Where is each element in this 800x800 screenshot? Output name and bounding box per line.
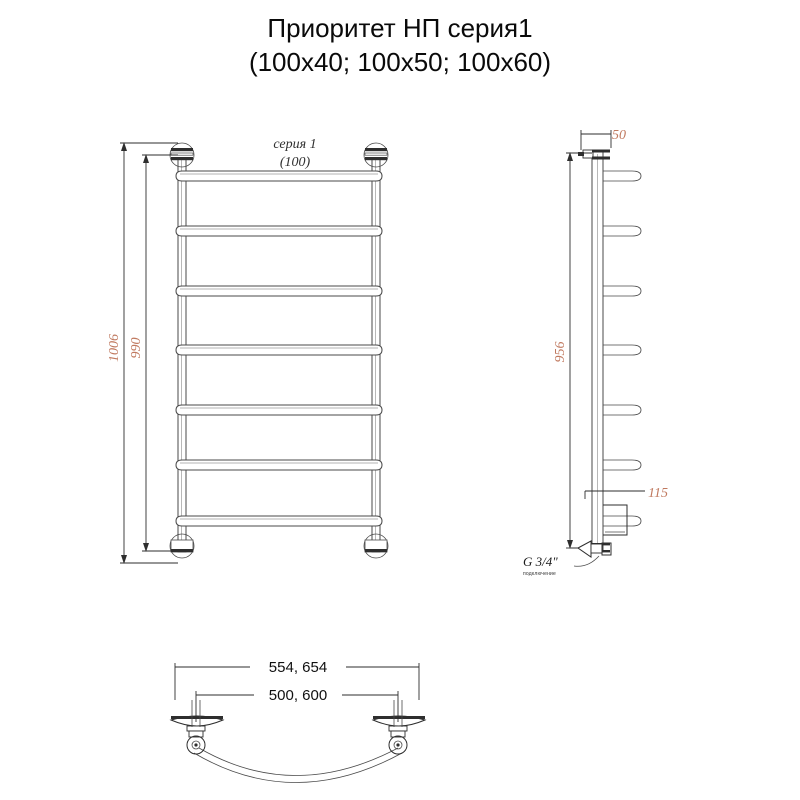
mount-boss-bottom-right [363,533,389,559]
rung [175,515,383,527]
connection-label: G 3/4" [523,554,558,569]
top-view-bracket-left [169,700,225,755]
dimension-depth-top-value: 50 [612,128,626,143]
dimension-height-side: 956 [553,152,592,549]
dimension-overall-width-value: 554, 654 [269,659,327,676]
top-view-curved-tube [193,747,403,783]
front-view-top-mounts [169,142,389,168]
front-view-rungs [175,170,383,527]
rung [175,404,383,416]
mount-boss-top-left [169,142,195,168]
top-view-bracket-right [371,700,427,755]
front-view-series-label-line1: серия 1 [273,137,316,152]
front-view: серия 1 (100) [107,137,389,564]
page-title-line1: Приоритет НП серия1 [267,13,532,43]
side-view-top-mount [578,149,610,160]
dimension-mount-spacing-value: 500, 600 [269,687,327,704]
rung [175,170,383,182]
rung [175,225,383,237]
connection-annotation: G 3/4" подключение [523,554,600,577]
dimension-overall-height: 1006 [107,142,178,564]
dimension-depth-top: 50 [580,128,626,150]
side-view-connector-box [603,504,628,536]
side-view-body [591,151,604,553]
dimension-connector-offset: 115 [584,486,668,501]
mount-boss-bottom-left [169,533,195,559]
dimension-overall-height-value: 1006 [107,334,122,362]
rung [175,344,383,356]
front-view-series-label-line2: (100) [280,155,311,170]
dimension-mount-height: 990 [129,154,178,552]
front-view-bottom-mounts [169,533,389,559]
page-title-line2: (100x40; 100x50; 100x60) [249,47,551,77]
side-view: 50 956 115 G 3/4" подключение [523,128,668,577]
dimension-mount-height-value: 990 [129,338,144,359]
top-view: 554, 654 500, 600 [169,657,427,783]
dimension-connector-offset-value: 115 [648,486,668,501]
rung [175,285,383,297]
connection-sublabel: подключение [523,571,556,577]
mount-boss-top-right [363,142,389,168]
side-view-rungs [603,170,642,527]
dimension-overall-width: 554, 654 [174,657,420,700]
dimension-mount-spacing: 500, 600 [195,685,399,722]
dimension-height-side-value: 956 [553,342,568,363]
rung [175,459,383,471]
